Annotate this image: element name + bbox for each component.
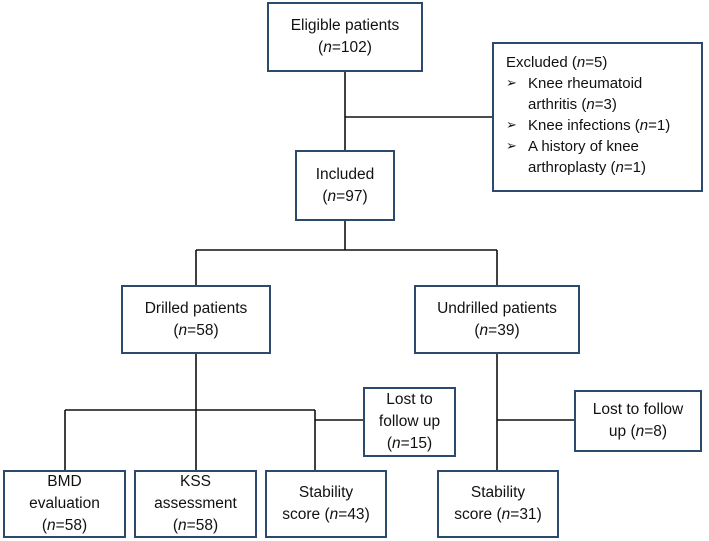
exclusion-reasons: Knee rheumatoid arthritis (n=3) Knee inf…: [506, 73, 670, 178]
stability-undrilled-count: 31: [519, 506, 537, 523]
undrilled-count: 39: [497, 321, 515, 339]
lost-drilled-line2: follow up: [378, 413, 441, 430]
stability-undrilled-line1: Stability: [470, 484, 526, 501]
stability-drilled-box: Stability score (n=43): [265, 470, 387, 538]
lost-drilled-count: 15: [409, 435, 427, 452]
bmd-count: 58: [64, 517, 82, 534]
drilled-box: Drilled patients (n=58): [121, 285, 271, 354]
lost-drilled-box: Lost to follow up (n=15): [363, 387, 456, 457]
lost-undrilled-line1: Lost to follow: [592, 401, 684, 418]
eligible-count: 102: [340, 39, 367, 56]
bmd-box: BMD evaluation (n=58): [3, 470, 126, 538]
stability-undrilled-line2: score: [454, 506, 493, 523]
stability-undrilled-box: Stability score (n=31): [437, 470, 559, 538]
lost-undrilled-box: Lost to follow up (n=8): [574, 390, 702, 452]
bmd-line2: evaluation: [29, 495, 100, 512]
kss-box: KSS assessment (n=58): [134, 470, 257, 538]
stability-drilled-line1: Stability: [298, 484, 354, 501]
included-box: Included (n=97): [295, 150, 395, 221]
excluded-label: Excluded: [506, 54, 568, 71]
kss-line2: assessment: [154, 495, 237, 512]
kss-count: 58: [195, 517, 213, 534]
lost-undrilled-line2: up: [608, 423, 627, 440]
included-count: 97: [345, 187, 363, 205]
kss-line1: KSS: [179, 473, 211, 490]
included-label: Included: [315, 165, 375, 183]
bmd-line1: BMD: [47, 473, 82, 490]
drilled-count: 58: [196, 321, 214, 339]
stability-drilled-line2: score: [282, 506, 321, 523]
lost-drilled-line1: Lost to: [386, 391, 433, 408]
undrilled-label: Undrilled patients: [437, 299, 557, 317]
undrilled-box: Undrilled patients (n=39): [414, 285, 580, 354]
drilled-label: Drilled patients: [144, 299, 248, 317]
list-item: Knee infections (n=1): [506, 115, 670, 136]
lost-undrilled-count: 8: [653, 423, 662, 440]
list-item: Knee rheumatoid arthritis (n=3): [506, 73, 670, 115]
excluded-box: Excluded (n=5) Knee rheumatoid arthritis…: [492, 42, 703, 192]
eligible-box: Eligible patients (n=102): [267, 2, 423, 72]
excluded-count: 5: [594, 54, 603, 71]
eligible-label: Eligible patients: [290, 17, 400, 34]
stability-drilled-count: 43: [347, 506, 365, 523]
list-item: A history of knee arthroplasty (n=1): [506, 136, 670, 178]
